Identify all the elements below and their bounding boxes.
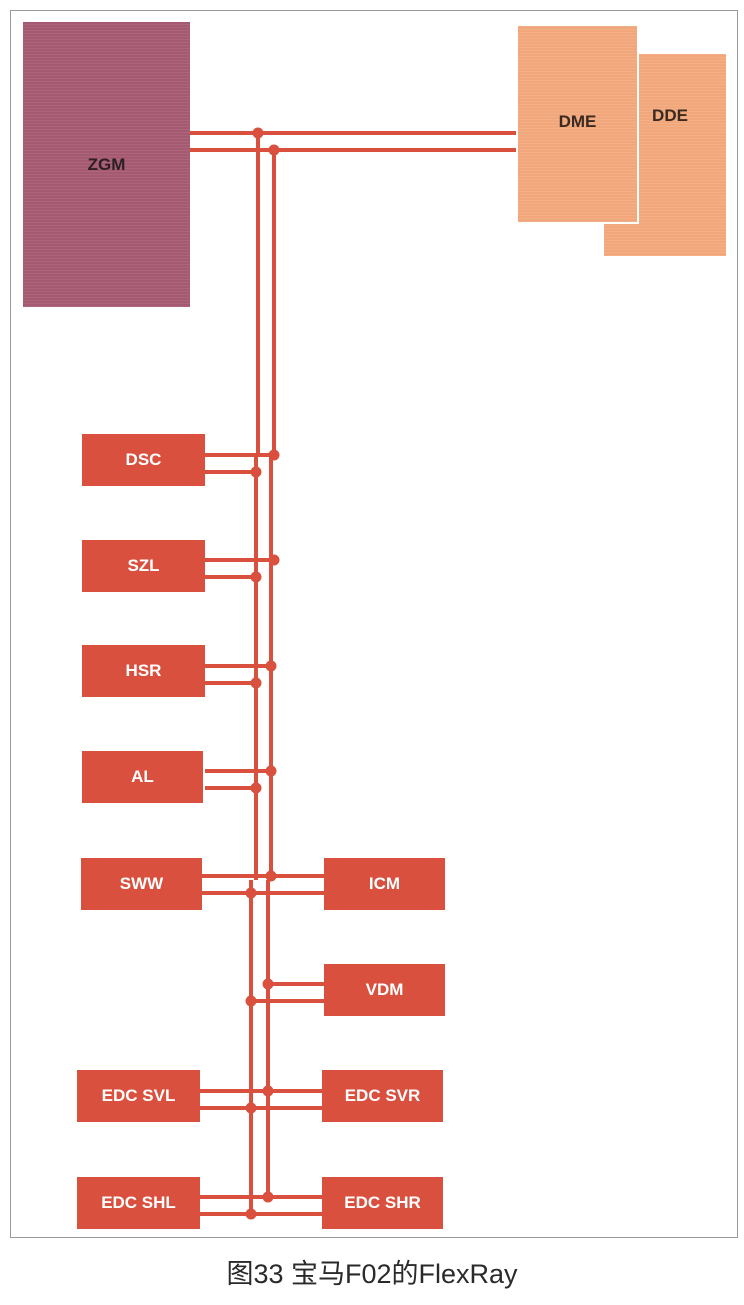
ecu-sww: SWW xyxy=(81,858,202,910)
ecu-label: DDE xyxy=(652,106,688,125)
junction-dot xyxy=(262,1191,274,1203)
ecu-label: DSC xyxy=(125,450,162,469)
junction-dot xyxy=(245,995,257,1007)
junction-dot xyxy=(245,1208,257,1220)
bus-lines xyxy=(190,131,516,1218)
figure-caption: 图33 宝马F02的FlexRay xyxy=(226,1259,518,1289)
ecu-label: SWW xyxy=(119,874,164,893)
bus-junctions xyxy=(245,127,280,1220)
ecu-icm: ICM xyxy=(324,858,445,910)
junction-dot xyxy=(245,1102,257,1114)
junction-dot xyxy=(265,765,277,777)
ecu-label: VDM xyxy=(365,980,404,999)
ecu-label: EDC SHR xyxy=(344,1193,421,1212)
junction-dot xyxy=(262,1085,274,1097)
ecu-label: DME xyxy=(558,112,597,131)
junction-dot xyxy=(265,660,277,672)
junction-dot xyxy=(268,554,280,566)
ecu-al: AL xyxy=(82,751,203,803)
ecu-label: SZL xyxy=(127,556,160,575)
ecu-vdm: VDM xyxy=(324,964,445,1016)
ecu-hsr: HSR xyxy=(82,645,205,697)
ecu-zgm: ZGM xyxy=(23,22,190,307)
junction-dot xyxy=(250,677,262,689)
ecu-dsc: DSC xyxy=(82,434,205,486)
junction-dot xyxy=(268,449,280,461)
ecu-edc-svr: EDC SVR xyxy=(322,1070,443,1122)
junction-dot xyxy=(262,978,274,990)
ecu-label: EDC SHL xyxy=(101,1193,176,1212)
ecu-label: AL xyxy=(131,767,154,786)
ecu-edc-svl: EDC SVL xyxy=(77,1070,200,1122)
junction-dot xyxy=(250,466,262,478)
junction-dot xyxy=(250,782,262,794)
junction-dot xyxy=(268,144,280,156)
flexray-bus-wiring xyxy=(190,127,516,1220)
ecu-szl: SZL xyxy=(82,540,205,592)
ecu-label: HSR xyxy=(125,661,162,680)
ecu-label: EDC SVL xyxy=(101,1086,176,1105)
ecu-label: ICM xyxy=(368,874,401,893)
junction-dot xyxy=(265,870,277,882)
junction-dot xyxy=(252,127,264,139)
ecu-edc-shl: EDC SHL xyxy=(77,1177,200,1229)
junction-dot xyxy=(250,571,262,583)
ecu-edc-shr: EDC SHR xyxy=(322,1177,443,1229)
ecu-label: ZGM xyxy=(87,154,126,174)
ecu-label: EDC SVR xyxy=(344,1086,421,1105)
junction-dot xyxy=(245,887,257,899)
ecu-dme: DME xyxy=(518,26,639,224)
diagram-frame xyxy=(10,10,738,1238)
